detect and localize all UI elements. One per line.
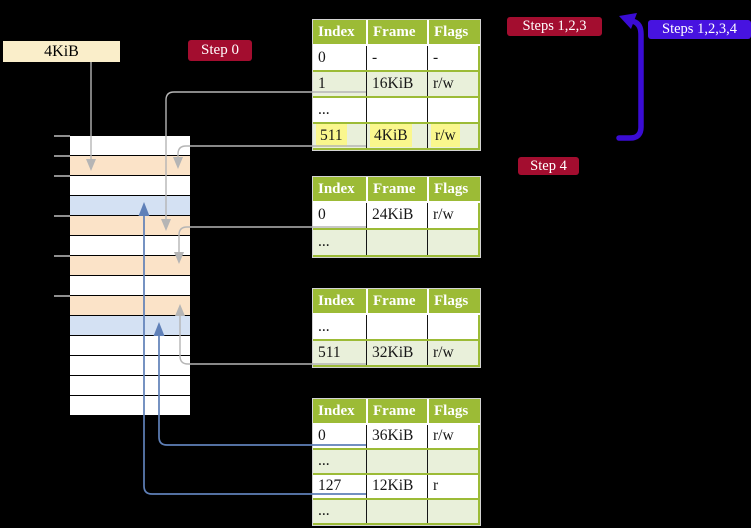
table-cell: 36KiB bbox=[366, 425, 427, 448]
table-cell bbox=[427, 315, 478, 339]
column-header-frame: Frame bbox=[366, 399, 427, 423]
table-cell bbox=[366, 500, 427, 523]
memory-frame-row-white bbox=[70, 396, 190, 415]
table-body: 0 36KiB r/w ... 127 12KiB r ... bbox=[313, 425, 480, 525]
memory-frame-row-blue bbox=[70, 316, 190, 335]
table-cell: ... bbox=[313, 315, 366, 339]
column-header-flags: Flags bbox=[427, 399, 478, 423]
memory-frame-row-white bbox=[70, 136, 190, 155]
table-cell bbox=[427, 500, 478, 523]
memory-frame-row-orange bbox=[70, 296, 190, 315]
address-tick bbox=[54, 215, 70, 217]
recursion-loop-arrow bbox=[616, 18, 644, 141]
memory-frame-row-orange bbox=[70, 156, 190, 175]
column-header-index: Index bbox=[318, 293, 355, 309]
table-cell bbox=[366, 230, 427, 255]
memory-frame-row-white bbox=[70, 356, 190, 375]
table-cell: r/w bbox=[427, 72, 478, 96]
memory-frame-row-white bbox=[70, 376, 190, 395]
table-cell bbox=[427, 98, 478, 122]
table-cell: 16KiB bbox=[366, 72, 427, 96]
column-header-index: Index bbox=[318, 181, 355, 197]
step0-badge: Step 0 bbox=[188, 40, 252, 61]
table-cell: 12KiB bbox=[366, 475, 427, 498]
address-tick bbox=[54, 135, 70, 137]
table-cell: r/w bbox=[427, 341, 478, 365]
table-cell: 0 bbox=[313, 203, 366, 228]
table-cell bbox=[366, 315, 427, 339]
table-cell bbox=[366, 98, 427, 122]
table-cell: 1 bbox=[313, 72, 366, 96]
address-tick bbox=[54, 175, 70, 177]
column-header-frame: Frame bbox=[366, 289, 427, 313]
recursion-arrowhead bbox=[619, 13, 637, 29]
table-cell: 127 bbox=[313, 475, 366, 498]
page-table-2: Index Frame Flags 0 24KiB r/w ... bbox=[312, 176, 481, 258]
column-header-flags: Flags bbox=[427, 177, 478, 201]
address-tick bbox=[54, 155, 70, 157]
table-cell: 24KiB bbox=[366, 203, 427, 228]
page-table-3: Index Frame Flags ... 511 32KiB r/w bbox=[312, 288, 481, 368]
table-cell bbox=[427, 450, 478, 473]
memory-frame-row-white bbox=[70, 236, 190, 255]
table-cell: - bbox=[427, 46, 478, 70]
column-header-flags: Flags bbox=[427, 20, 478, 44]
page-table-1: Index Frame Flags 0 - - 1 16KiB r/w ... … bbox=[312, 19, 481, 151]
column-header-index: Index bbox=[318, 24, 355, 40]
address-tick bbox=[54, 255, 70, 257]
table-body: 0 - - 1 16KiB r/w ... 511 4KiB r/w bbox=[313, 46, 480, 150]
column-header-frame: Frame bbox=[366, 20, 427, 44]
frame-size-label: 4KiB bbox=[3, 41, 120, 62]
physical-memory-column bbox=[70, 136, 190, 415]
steps1234-badge: Steps 1,2,3,4 bbox=[648, 20, 751, 39]
column-header-flags: Flags bbox=[427, 289, 478, 313]
memory-frame-row-white bbox=[70, 276, 190, 295]
table-header-row: Index Frame Flags bbox=[313, 289, 480, 315]
table-cell bbox=[366, 450, 427, 473]
table-cell-highlighted: 511 bbox=[313, 124, 366, 148]
step4-badge: Step 4 bbox=[518, 157, 579, 175]
table-cell: 0 bbox=[313, 425, 366, 448]
table-cell: 511 bbox=[313, 341, 366, 365]
table-cell: ... bbox=[313, 230, 366, 255]
table-cell: ... bbox=[313, 98, 366, 122]
memory-frame-row-orange bbox=[70, 256, 190, 275]
table-header-row: Index Frame Flags bbox=[313, 20, 480, 46]
steps123-badge: Steps 1,2,3 bbox=[507, 17, 602, 36]
table-header-row: Index Frame Flags bbox=[313, 177, 480, 203]
memory-frame-row-white bbox=[70, 336, 190, 355]
table-cell: r/w bbox=[427, 203, 478, 228]
table-cell-highlighted: 4KiB bbox=[366, 124, 427, 148]
memory-frame-row-white bbox=[70, 176, 190, 195]
table-body: ... 511 32KiB r/w bbox=[313, 315, 480, 367]
table-body: 0 24KiB r/w ... bbox=[313, 203, 480, 257]
table-cell: r/w bbox=[427, 425, 478, 448]
table-cell: 0 bbox=[313, 46, 366, 70]
memory-frame-row-blue bbox=[70, 196, 190, 215]
table-cell: ... bbox=[313, 500, 366, 523]
table-cell: 32KiB bbox=[366, 341, 427, 365]
page-table-4: Index Frame Flags 0 36KiB r/w ... 127 12… bbox=[312, 398, 481, 526]
table-cell bbox=[427, 230, 478, 255]
memory-frame-row-orange bbox=[70, 216, 190, 235]
column-header-frame: Frame bbox=[366, 177, 427, 201]
table-cell: ... bbox=[313, 450, 366, 473]
table-header-row: Index Frame Flags bbox=[313, 399, 480, 425]
table-cell-highlighted: r/w bbox=[427, 124, 478, 148]
table-cell: - bbox=[366, 46, 427, 70]
table-cell: r bbox=[427, 475, 478, 498]
address-tick bbox=[54, 295, 70, 297]
column-header-index: Index bbox=[318, 403, 355, 419]
